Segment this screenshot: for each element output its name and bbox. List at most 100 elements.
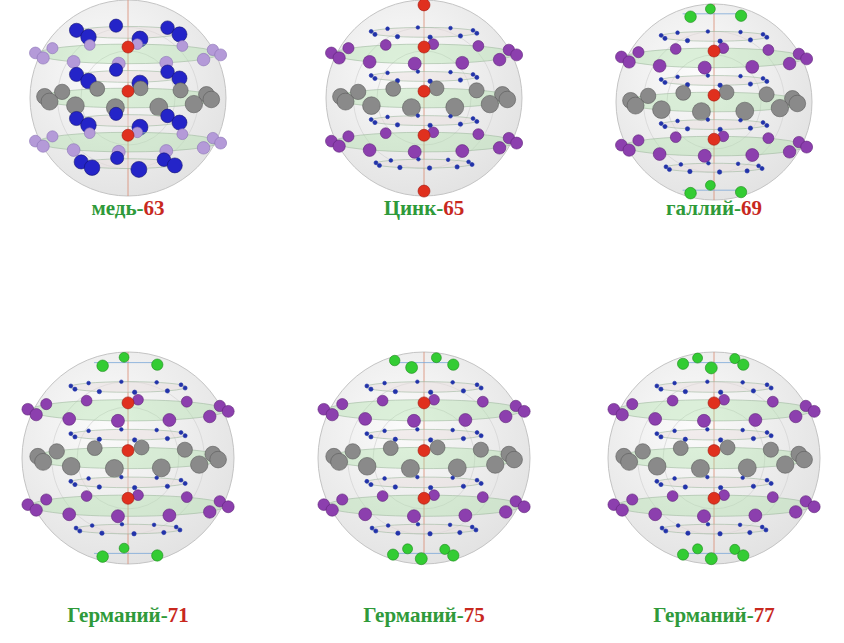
nucleon-ball (167, 158, 182, 173)
nucleon-ball (331, 453, 348, 470)
nucleon-ball (183, 481, 187, 485)
nucleon-ball (222, 501, 234, 513)
nucleon-ball (769, 386, 773, 390)
nucleon-ball (499, 91, 516, 108)
nucleon-ball (456, 56, 469, 69)
nucleon-ball (370, 526, 374, 530)
nucleon-ball (337, 93, 354, 110)
nucleon-ball (461, 436, 465, 440)
nucleon-ball (380, 128, 391, 139)
axis-ball (708, 397, 720, 409)
nucleon-ball (337, 399, 348, 410)
nucleon-ball (416, 70, 420, 74)
nucleon-ball (119, 543, 129, 553)
nucleon-ball (373, 76, 377, 80)
nucleon-ball (87, 477, 91, 481)
nucleon-ball (653, 148, 666, 161)
layer-plane (370, 27, 478, 37)
nucleon-ball (683, 437, 687, 441)
nucleon-ball (365, 432, 369, 436)
nucleon-ball (518, 501, 530, 513)
nucleon-ball (132, 532, 136, 536)
nucleon-ball (448, 459, 466, 477)
nucleon-ball (69, 432, 73, 436)
nucleon-ball (30, 504, 42, 516)
nucleon-ball (499, 506, 512, 519)
nucleon-ball (449, 26, 453, 30)
nucleon-ball (688, 169, 692, 173)
layer-plane (660, 120, 768, 130)
nucleon-ball (377, 395, 388, 406)
nucleon-ball (649, 413, 662, 426)
nucleon-ball (767, 396, 778, 407)
nucleon-ball (739, 30, 743, 34)
layer-plane (366, 382, 483, 393)
nucleon-ball (131, 161, 147, 177)
nucleon-ball (429, 81, 444, 96)
nucleon-ball (345, 444, 360, 459)
nucleon-ball (155, 476, 159, 480)
nucleon-ball (738, 459, 756, 477)
nucleon-ball (165, 436, 169, 440)
sphere-outline (22, 352, 234, 564)
layer-plane (366, 477, 483, 488)
nucleon-ball (673, 381, 677, 385)
nucleon-ball (470, 162, 474, 166)
nucleon-ball (428, 35, 432, 39)
nucleon-ball (73, 387, 77, 391)
nucleon-ball (511, 49, 523, 61)
nucleon-ball (718, 39, 722, 43)
nucleon-ball (479, 386, 483, 390)
nucleon-ball (676, 524, 680, 528)
nucleon-ball (449, 114, 453, 118)
axis-ball (418, 492, 430, 504)
nucleon-ball (417, 157, 421, 161)
nucleon-ball (511, 137, 523, 149)
nucleon-ball (706, 118, 710, 122)
axis-ball (418, 129, 430, 141)
nucleon-ball (765, 383, 769, 387)
nucleon-ball (739, 74, 743, 78)
nucleon-ball (767, 492, 778, 503)
nucleon-ball (746, 60, 759, 73)
nucleon-ball (67, 144, 80, 157)
nucleon-ball (407, 414, 420, 427)
nucleon-ball (163, 509, 176, 522)
nucleon-ball (705, 4, 715, 14)
nucleon-ball (84, 160, 100, 176)
nucleon-ball (801, 141, 813, 153)
nucleon-ball (415, 553, 427, 565)
nucleon-ball (416, 26, 420, 30)
nucleon-ball (760, 166, 764, 170)
nucleon-ball (41, 494, 52, 505)
nucleon-ball (683, 389, 687, 393)
nucleon-ball (386, 115, 390, 119)
nucleon-ball (736, 162, 740, 166)
layer-plane (375, 159, 473, 168)
nucleus-model (326, 0, 523, 197)
nucleon-ball (469, 83, 484, 98)
nucleon-ball (90, 81, 105, 96)
nucleon-ball (383, 429, 387, 433)
nucleon-ball (215, 49, 227, 61)
nucleon-ball (635, 444, 650, 459)
layer-plane (371, 524, 477, 534)
nucleon-ball (676, 75, 680, 79)
nucleon-ball (719, 490, 730, 501)
nucleon-ball (741, 428, 745, 432)
nucleon-ball (738, 523, 742, 527)
nucleon-ball (416, 428, 420, 432)
nucleon-ball (416, 475, 420, 479)
axis-ball (708, 45, 720, 57)
nucleon-ball (789, 95, 806, 112)
nucleon-ball (676, 85, 691, 100)
isotope-label: Цинк-65 (384, 195, 465, 221)
nucleon-ball (177, 129, 188, 140)
nucleon-ball (387, 549, 398, 560)
nucleon-ball (648, 457, 666, 475)
nucleon-ball (749, 509, 762, 522)
nucleon-ball (458, 78, 462, 82)
axis-ball (418, 0, 430, 11)
nucleon-ball (35, 453, 52, 470)
nucleon-ball (741, 476, 745, 480)
